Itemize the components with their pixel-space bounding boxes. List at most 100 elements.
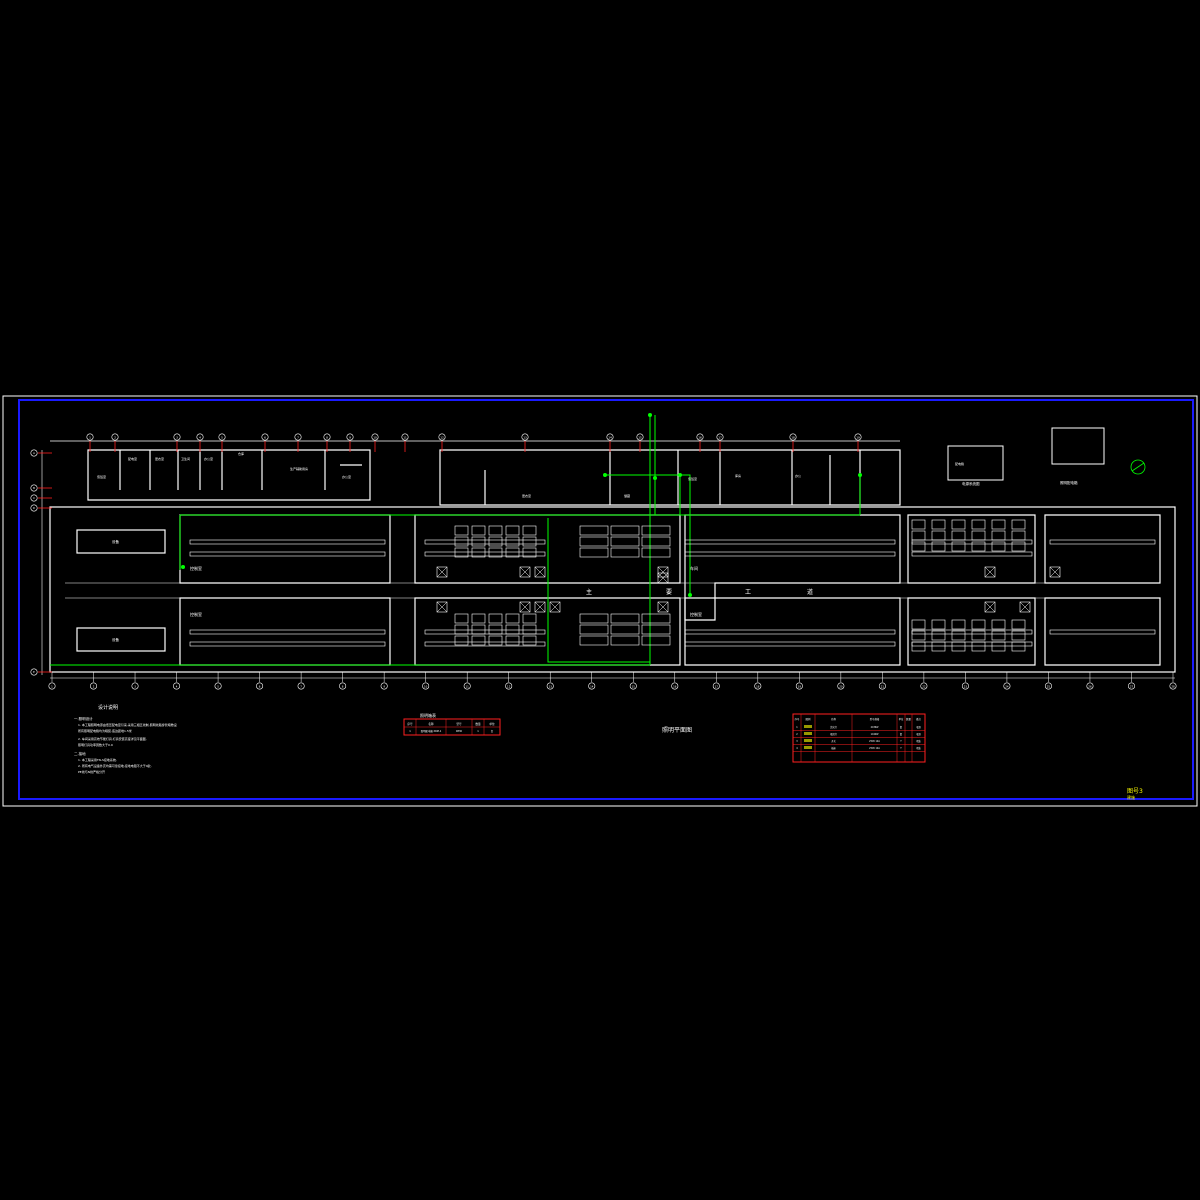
axis-label-bottom: 23 (964, 684, 968, 688)
wiring-node (648, 413, 652, 417)
axis-bubble-bottom (754, 682, 762, 690)
axis-bubble-bottom (712, 682, 720, 690)
equipment-box (1019, 601, 1031, 613)
fixture-cell (522, 536, 537, 547)
axis-label-bottom: 26 (1088, 684, 1092, 688)
axis-label-top: 12 (440, 435, 444, 439)
upper-building (50, 440, 901, 506)
aisle-label-2: 要 (666, 589, 672, 596)
fixture-cell (488, 547, 503, 558)
fixture-cell (991, 530, 1006, 541)
fixture-cell (505, 635, 520, 646)
notes-section-2-item-1: 1. 本工程采用TN-S接地系统, (78, 757, 117, 762)
room-bay-1: 控制室 (190, 565, 202, 571)
legend-table-header: 数量 (906, 717, 911, 721)
fixture-cell (579, 547, 609, 558)
axis-bubble-bottom (463, 682, 471, 690)
equipment-cross (657, 572, 669, 584)
wiring-node (678, 473, 682, 477)
axis-bubble-bottom (297, 682, 305, 690)
legend-table-header: 型号规格 (870, 717, 880, 721)
axis-label-left: A (33, 451, 35, 455)
fixture-cell (610, 613, 640, 624)
axis-label-bottom: 8 (342, 684, 344, 688)
fixture-cell (579, 536, 609, 547)
axis-label-bottom: 20 (839, 684, 843, 688)
axis-label-bottom: 16 (673, 684, 677, 688)
fixture-cell (971, 530, 986, 541)
equipment-cross (657, 601, 669, 613)
axis-bubble-top (173, 433, 181, 441)
material-table-cell: 1 (477, 730, 479, 733)
fixture-cell (610, 525, 640, 536)
fixture-cell (488, 613, 503, 624)
legend-table-cell: 暗装 (916, 739, 921, 743)
fixture-cell (454, 536, 469, 547)
axis-bubble-top (86, 433, 94, 441)
axis-bubble-bottom (1044, 682, 1052, 690)
legend-table-cell: 暗装 (916, 746, 921, 750)
equipment-box (549, 601, 561, 613)
axis-label-top: 7 (297, 435, 299, 439)
axis-bubble-bottom (920, 682, 928, 690)
material-table-header: 数量 (475, 722, 481, 726)
room-label: 值班室 (97, 474, 106, 479)
axis-bubble-top (261, 433, 269, 441)
legend-table-cell: 套 (900, 725, 903, 729)
fixture-cell (641, 536, 671, 547)
legend-table-cell: 250V 10A (869, 747, 880, 750)
fixture-cell (1011, 641, 1026, 652)
axis-bubble-left (30, 484, 38, 492)
aisle-label-3: 工 (745, 589, 751, 596)
notes-section-1-item-2: 所有照明配电箱均为暗装,底边距地1.5米 (78, 728, 132, 733)
axis-bubble-bottom (546, 682, 554, 690)
room-bay-3: 控制室 (690, 611, 702, 617)
legend-table-cell: 3 (796, 740, 798, 743)
axis-label-bottom: 14 (590, 684, 594, 688)
legend-symbol (804, 746, 812, 749)
equipment-cross (519, 566, 531, 578)
notes-section-1-title: 一.照明设计 (74, 716, 93, 721)
fixture-cell (1011, 541, 1026, 552)
axis-bubble-top (696, 433, 704, 441)
equipment-cross (1019, 601, 1031, 613)
axis-label-top: 18 (791, 435, 795, 439)
room-label: 仓库 (238, 451, 244, 456)
fixture-cell (931, 641, 946, 652)
equipment-cross (436, 566, 448, 578)
legend-table-cell: 个 (900, 747, 903, 750)
axis-bubble-bottom (1086, 682, 1094, 690)
axis-label-bottom: 2 (93, 684, 95, 688)
fixture-cell (641, 547, 671, 558)
axis-bubble-bottom (131, 682, 139, 690)
equipment-box (984, 601, 996, 613)
axis-label-top: 16 (698, 435, 702, 439)
equipment-box (519, 601, 531, 613)
legend-table-cell: 荧光灯 (830, 725, 837, 729)
fixture-cell (610, 536, 640, 547)
axis-bubble-top (111, 433, 119, 441)
material-table-cell: 台 (491, 729, 494, 733)
fixture-cell (911, 530, 926, 541)
axis-label-top: 1 (89, 435, 91, 439)
axis-label-left: C (33, 496, 35, 500)
equipment-box (436, 601, 448, 613)
notes-heading: 设计说明 (98, 704, 118, 711)
axis-bubble-top (323, 433, 331, 441)
light-strip (189, 629, 386, 635)
room-label: 库房 (735, 473, 741, 478)
notes-section-2-title: 二.接地 (74, 751, 86, 756)
rooms-upper-layer: 值班室配电室更衣室卫生间办公室仓库生产辅助用房办公室更衣室储藏值班室库房办公 (97, 451, 801, 498)
light-strip (1049, 539, 1156, 545)
axis-label-bottom: 9 (383, 684, 385, 688)
material-table-title: 照明箱表 (420, 712, 436, 718)
fixture-cell (505, 613, 520, 624)
outer-frame (2, 395, 1198, 807)
fixture-cell (641, 635, 671, 646)
fixture-cell (610, 624, 640, 635)
equipment-box (436, 566, 448, 578)
axis-bubble-bottom (90, 682, 98, 690)
axis-bubble-left (30, 449, 38, 457)
axis-label-bottom: 21 (881, 684, 885, 688)
